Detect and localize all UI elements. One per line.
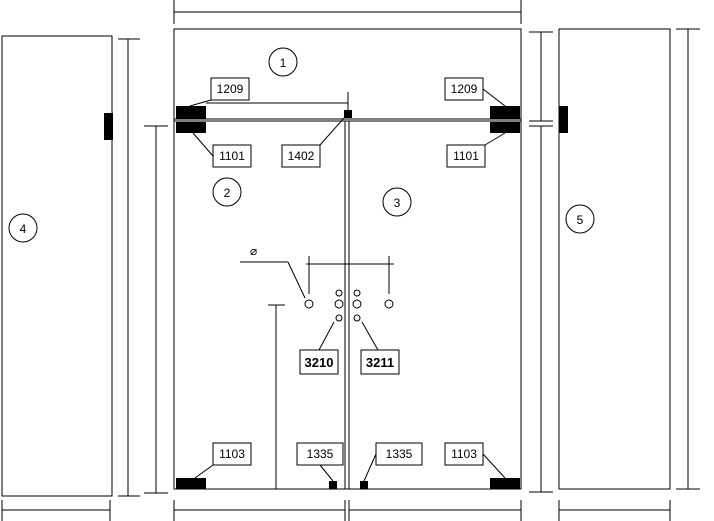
- hole-right-center: [352, 299, 362, 309]
- top-dimension: [173, 0, 522, 24]
- svg-text:1402: 1402: [288, 149, 315, 163]
- label-1101-left: 1101: [192, 132, 252, 168]
- label-1101-right: 1101: [446, 132, 506, 168]
- hole-left-top: [335, 289, 343, 297]
- callout-3: 3: [382, 187, 412, 217]
- left-panel-hinge: [104, 113, 113, 140]
- svg-text:1209: 1209: [451, 82, 478, 96]
- diameter-symbol: ⌀: [250, 244, 257, 258]
- label-1103-right: 1103: [444, 442, 506, 479]
- svg-text:1209: 1209: [217, 82, 244, 96]
- label-3211: 3211: [360, 321, 400, 375]
- hole-left-outer: [304, 299, 314, 309]
- svg-text:1103: 1103: [451, 447, 477, 461]
- door-height-dimension: [144, 125, 168, 494]
- label-3210: 3210: [299, 321, 339, 375]
- svg-text:5: 5: [577, 213, 584, 227]
- hole-right-top: [353, 289, 361, 297]
- label-1209-right: 1209: [444, 77, 506, 107]
- fitting-1335-left: [329, 481, 337, 489]
- handle-holes: [304, 289, 394, 322]
- svg-text:1103: 1103: [219, 447, 245, 461]
- hinge-1209-left: [176, 106, 206, 119]
- svg-text:1335: 1335: [307, 447, 334, 461]
- callout-4: 4: [8, 213, 38, 243]
- hinge-1101-left: [176, 122, 206, 133]
- svg-text:1101: 1101: [453, 149, 479, 163]
- right-panel-hinge: [559, 106, 568, 133]
- hole-right-bottom: [353, 314, 361, 322]
- right-dimensions: [529, 31, 553, 493]
- hole-left-center: [334, 299, 344, 309]
- side-panel-left: [1, 35, 140, 497]
- svg-text:2: 2: [224, 186, 231, 200]
- hinge-1103-left: [176, 478, 206, 489]
- diameter-dimension: ⌀: [240, 244, 394, 489]
- label-1103-left: 1103: [194, 442, 252, 479]
- label-1402: 1402: [281, 117, 345, 168]
- label-1335-right: 1335: [363, 442, 423, 482]
- fitting-1402: [344, 110, 352, 118]
- hardware-blocks: [176, 106, 520, 489]
- callout-5: 5: [565, 204, 595, 234]
- svg-text:1335: 1335: [386, 447, 413, 461]
- hole-right-outer: [384, 299, 394, 309]
- svg-text:4: 4: [20, 222, 27, 236]
- svg-text:3210: 3210: [305, 355, 334, 370]
- callout-1: 1: [268, 47, 298, 77]
- main-frame: [173, 28, 522, 490]
- side-panel-right: [558, 28, 700, 490]
- hinge-1209-right: [490, 106, 520, 119]
- bottom-dimensions: [1, 500, 671, 521]
- callout-2: 2: [212, 177, 242, 207]
- svg-text:1101: 1101: [219, 149, 245, 163]
- svg-text:3211: 3211: [366, 355, 394, 370]
- fitting-1335-right: [360, 481, 368, 489]
- hinge-1103-right: [490, 478, 520, 489]
- hole-left-bottom: [335, 314, 343, 322]
- label-1335-left: 1335: [296, 442, 344, 482]
- label-1209-left: 1209: [189, 77, 250, 107]
- hinge-1101-right: [490, 122, 520, 133]
- svg-text:1: 1: [280, 56, 287, 70]
- svg-text:3: 3: [394, 196, 401, 210]
